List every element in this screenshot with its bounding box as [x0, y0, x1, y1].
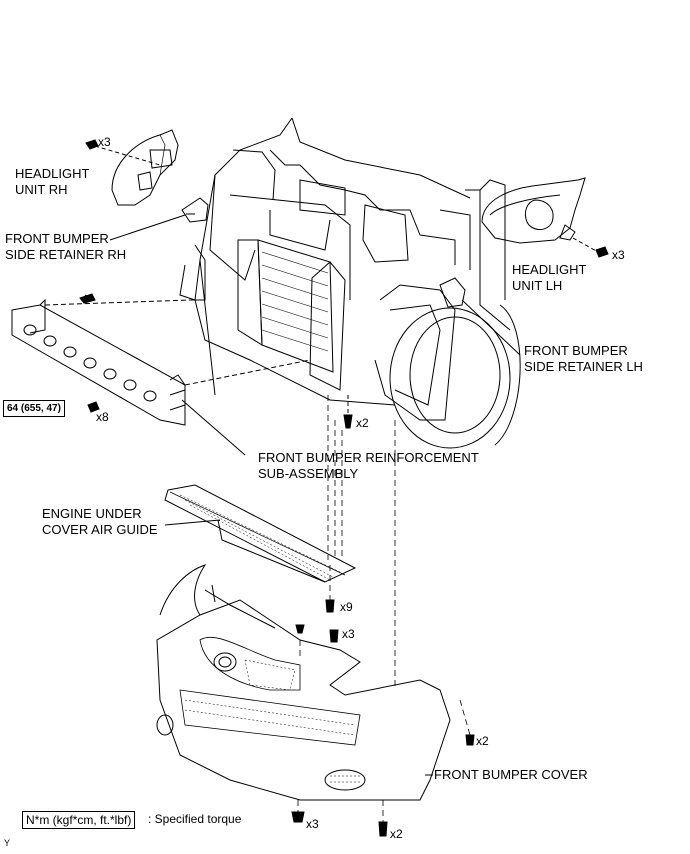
side-retainer-lh-drawing [439, 277, 521, 356]
headlight-rh-drawing [111, 129, 179, 206]
headlight-lh-drawing [481, 177, 586, 244]
headlight-rh-qty: x3 [98, 135, 111, 149]
assembly-guide-lines [297, 395, 471, 822]
reinforcement-torque-value: 64 (655, 47) [3, 400, 65, 417]
reinforcement-qty: x8 [96, 410, 109, 424]
side-retainer-rh-drawing [109, 197, 209, 241]
bumper-reinforcement-drawing [11, 294, 311, 456]
retainer-lh-bolt-icon [343, 395, 353, 429]
cover-top-qty: x3 [342, 627, 355, 641]
retainer-lh-qty: x2 [356, 416, 369, 430]
cover-side-qty: x2 [476, 734, 489, 748]
headlight-rh-bolt-icon [85, 139, 161, 166]
headlight-lh-bolt-icon [572, 237, 609, 258]
torque-legend-text: : Specified torque [148, 812, 242, 826]
torque-legend-box: N*m (kgf*cm, ft.*lbf) [22, 811, 136, 829]
bumper-cover-drawing [156, 564, 451, 801]
bumper-cover-label: FRONT BUMPER COVER [434, 767, 588, 782]
headlight-lh-qty: x3 [612, 248, 625, 262]
corner-reference: Y [4, 838, 11, 848]
reinforcement-bolt-icon [79, 293, 100, 413]
cover-clip-icons [291, 599, 475, 837]
air-guide-qty: x9 [340, 600, 353, 614]
vehicle-body-outline [179, 117, 521, 449]
cover-bottom-clips-qty: x3 [306, 817, 319, 831]
cover-bottom-screws-qty: x2 [390, 827, 403, 841]
air-guide-drawing [164, 484, 357, 583]
